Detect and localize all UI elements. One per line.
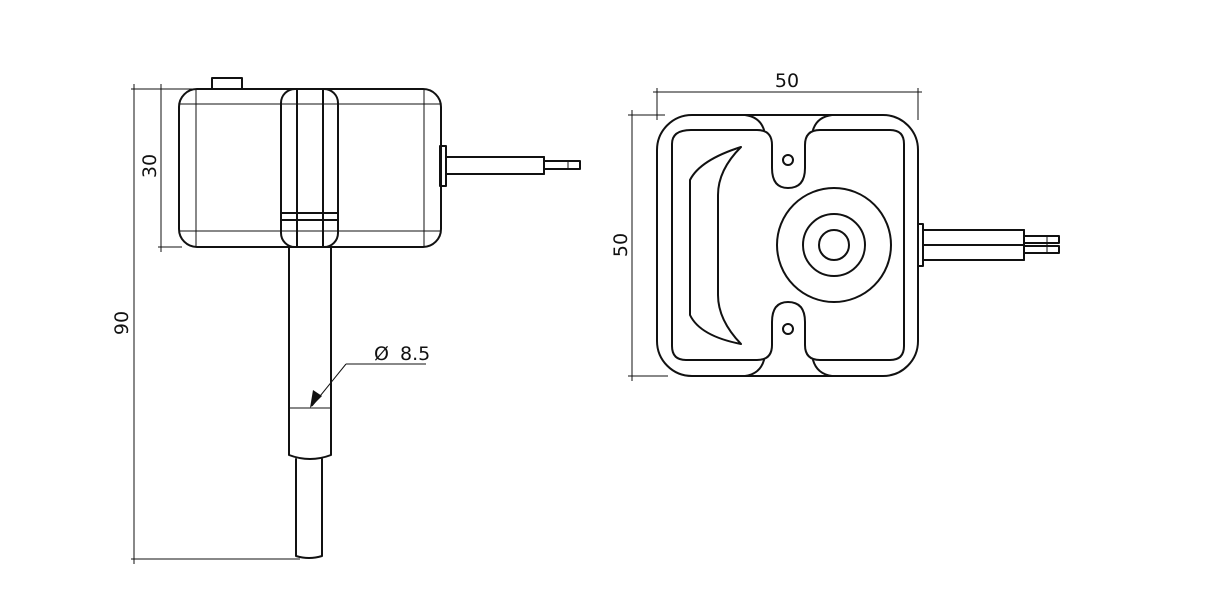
dim-label-height: 50 bbox=[610, 233, 632, 257]
dim-label-90: 90 bbox=[111, 311, 133, 335]
screw-hole-bottom bbox=[782, 323, 794, 335]
screw-hole-top bbox=[782, 154, 794, 166]
dimension-width-50: 50 bbox=[653, 70, 922, 120]
center-slot bbox=[280, 88, 339, 248]
top-view: 50 50 bbox=[610, 70, 1060, 381]
dimension-30: 30 bbox=[139, 84, 182, 252]
sensor-ring-inner bbox=[818, 229, 850, 261]
top-tab bbox=[211, 77, 243, 90]
diameter-symbol: Ø bbox=[374, 343, 389, 365]
cable-gland bbox=[439, 145, 447, 187]
dim-label-diameter: 8.5 bbox=[400, 343, 430, 365]
dimension-90: 90 bbox=[111, 84, 300, 564]
dimension-diameter: Ø 8.5 bbox=[310, 343, 430, 408]
sensor-ring-outer bbox=[776, 187, 892, 303]
dimension-height-50: 50 bbox=[610, 110, 668, 381]
dim-label-width: 50 bbox=[775, 70, 799, 92]
top-wire-end-2 bbox=[1023, 245, 1060, 254]
dim-label-30: 30 bbox=[139, 154, 161, 178]
housing-body bbox=[178, 88, 442, 248]
top-wire-end-1 bbox=[1023, 235, 1060, 244]
sensor-ring-middle bbox=[802, 213, 866, 277]
inner-pocket bbox=[671, 129, 905, 361]
wire-ends bbox=[543, 160, 581, 170]
crescent-slot bbox=[689, 146, 742, 345]
probe-shaft bbox=[288, 246, 332, 460]
probe-cable bbox=[295, 458, 323, 559]
side-view: 90 30 Ø 8.5 bbox=[111, 77, 581, 564]
